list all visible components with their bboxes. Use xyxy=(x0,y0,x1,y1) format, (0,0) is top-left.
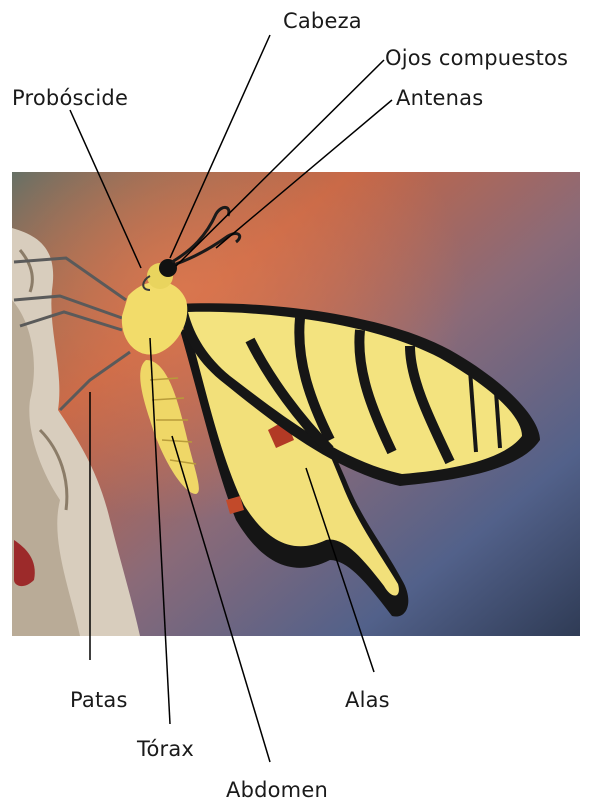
label-cabeza: Cabeza xyxy=(283,9,362,33)
label-proboscide: Probóscide xyxy=(12,86,128,110)
label-abdomen: Abdomen xyxy=(226,778,328,802)
butterfly-photo xyxy=(12,172,580,636)
label-antenas: Antenas xyxy=(396,86,483,110)
label-torax: Tórax xyxy=(137,737,194,761)
label-ojos: Ojos compuestos xyxy=(385,46,568,70)
label-alas: Alas xyxy=(345,688,390,712)
label-patas: Patas xyxy=(70,688,128,712)
